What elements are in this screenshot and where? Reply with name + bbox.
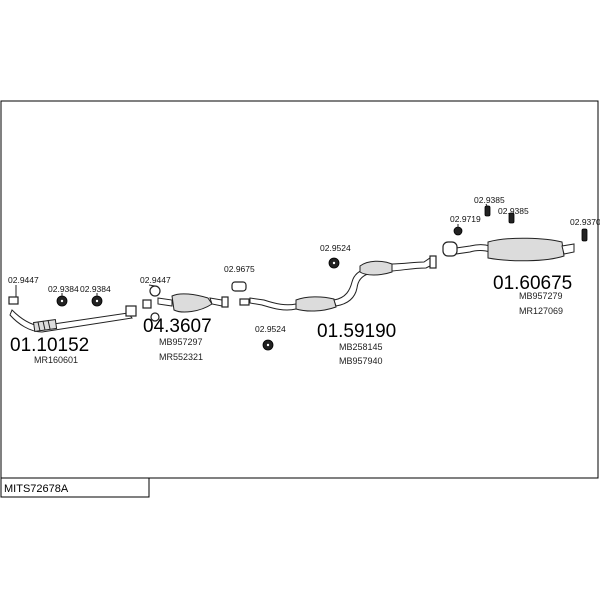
- catalytic-converter[interactable]: [157, 293, 229, 313]
- leader-line: [485, 203, 488, 207]
- rubber-mount-hole: [331, 260, 337, 266]
- gasket-icon: [142, 299, 152, 309]
- leader-line: [148, 284, 156, 287]
- rubber-hanger-icon: [581, 228, 588, 242]
- accessory-code: 02.9384: [80, 284, 111, 294]
- accessory-code: 02.9447: [8, 275, 39, 285]
- gasket-icon: [239, 298, 250, 306]
- accessory-code: 02.9524: [320, 243, 351, 253]
- clamp-icon: [149, 285, 161, 297]
- accessory-code: 02.9385: [474, 195, 505, 205]
- diagram-code: MITS72678A: [4, 483, 69, 495]
- accessory-code: 02.9719: [450, 214, 481, 224]
- accessory-code: 02.9447: [140, 275, 171, 285]
- rear-muffler[interactable]: [455, 237, 575, 262]
- reference-number: MB957279: [519, 291, 563, 301]
- accessory-code: 02.9385: [498, 206, 529, 216]
- diagram-code-box: [0, 477, 150, 498]
- reference-number: MR127069: [519, 306, 563, 316]
- center-muffler-pipe[interactable]: [249, 255, 437, 312]
- reference-number: MB957297: [159, 337, 203, 347]
- rubber-mount-hole: [94, 298, 100, 304]
- reference-number: MB957940: [339, 356, 383, 366]
- clamp-icon: [150, 312, 160, 322]
- part-number: 01.60675: [493, 273, 572, 294]
- reference-number: MR552321: [159, 352, 203, 362]
- reference-number: MR160601: [34, 355, 78, 365]
- front-pipe[interactable]: [9, 305, 137, 333]
- clamp-icon: [453, 226, 463, 236]
- gasket-icon: [8, 296, 19, 305]
- flange-gasket-icon: [231, 281, 247, 292]
- part-number: 01.59190: [317, 321, 396, 342]
- rubber-mount-hole: [265, 342, 271, 348]
- accessory-code: 02.9384: [48, 284, 79, 294]
- accessory-code: 02.9370: [570, 217, 600, 227]
- rubber-hanger-icon: [484, 205, 491, 217]
- accessory-code: 02.9675: [224, 264, 255, 274]
- part-number: 04.3607: [143, 316, 212, 337]
- part-number: 01.10152: [10, 335, 89, 356]
- reference-number: MB258145: [339, 342, 383, 352]
- accessory-code: 02.9524: [255, 324, 286, 334]
- rubber-mount-hole: [59, 298, 65, 304]
- flange-gasket-icon: [442, 241, 458, 257]
- diagram-frame: [0, 100, 599, 479]
